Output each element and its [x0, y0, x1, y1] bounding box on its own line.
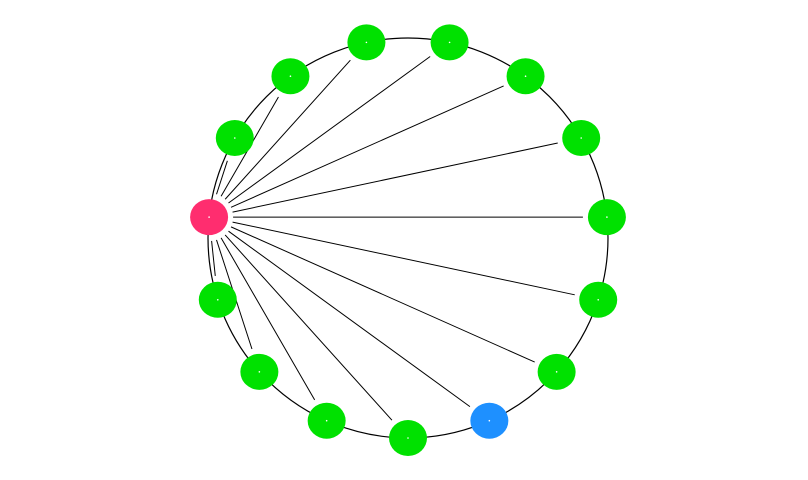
node-center-dot [606, 216, 608, 218]
edge-n0-n11 [224, 234, 393, 421]
node-n11[interactable] [389, 420, 427, 456]
edge-n0-n1 [216, 160, 228, 195]
edge-n0-n4 [228, 56, 431, 204]
edge-n0-n8 [232, 221, 575, 296]
node-center-dot [555, 371, 558, 373]
node-center-dot [258, 371, 261, 373]
node-center-dot [597, 299, 600, 301]
node-center-dot [407, 437, 409, 439]
node-n9[interactable] [537, 353, 576, 390]
node-center-dot [233, 137, 236, 139]
node-center-dot [325, 419, 328, 422]
edge-n0-n12 [220, 237, 316, 401]
edge-n0-n9 [230, 226, 535, 363]
node-n14[interactable] [198, 281, 237, 318]
node-center-dot [208, 216, 210, 218]
node-n2[interactable] [271, 58, 310, 95]
node-center-dot [289, 75, 292, 77]
node-n13[interactable] [240, 353, 279, 390]
node-n4[interactable] [430, 24, 469, 61]
node-center-dot [365, 41, 368, 44]
nodes-group [190, 24, 626, 456]
node-n0[interactable] [190, 199, 229, 236]
node-center-dot [524, 75, 527, 77]
node-n10[interactable] [470, 402, 509, 439]
node-n3[interactable] [347, 24, 386, 61]
node-n12[interactable] [307, 402, 346, 439]
node-center-dot [580, 137, 583, 139]
edge-n0-n5 [230, 85, 504, 208]
edge-n0-n14 [211, 240, 216, 276]
edge-n0-n3 [224, 59, 351, 200]
node-center-dot [448, 41, 451, 44]
node-n7[interactable] [587, 199, 626, 236]
node-n1[interactable] [215, 120, 254, 156]
edge-n0-n10 [228, 230, 471, 408]
node-center-dot [216, 299, 219, 301]
node-n6[interactable] [562, 120, 601, 156]
edge-n0-n6 [232, 142, 558, 213]
node-n5[interactable] [506, 58, 545, 95]
node-center-dot [488, 419, 491, 422]
node-n8[interactable] [579, 281, 618, 318]
